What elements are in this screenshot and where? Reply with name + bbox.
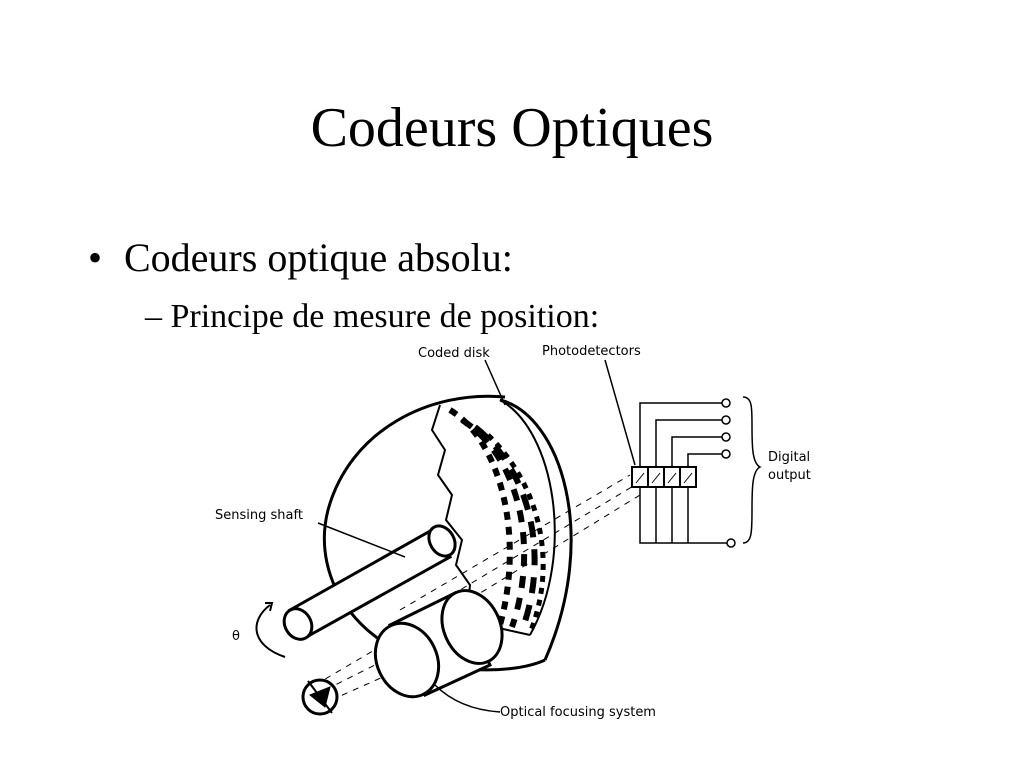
code-tracks xyxy=(448,407,546,634)
sub-bullet-marker: – xyxy=(145,298,162,335)
sensing-shaft xyxy=(282,524,457,641)
slide-title: Codeurs Optiques xyxy=(310,97,714,159)
sub-bullet-item: – Principe de mesure de position: xyxy=(145,300,599,334)
bullet-marker: • xyxy=(88,235,103,280)
label-photodetectors: Photodetectors xyxy=(542,344,641,359)
label-output: output xyxy=(768,468,811,483)
output-brace xyxy=(742,396,762,544)
label-sensing-shaft: Sensing shaft xyxy=(215,508,303,523)
output-wires xyxy=(639,402,727,544)
label-theta: θ xyxy=(232,629,240,644)
sub-bullet-text: Principe de mesure de position: xyxy=(170,298,600,335)
light-source-icon xyxy=(301,678,339,716)
label-coded-disk: Coded disk xyxy=(418,346,490,361)
encoder-diagram: Coded disk Photodetectors Digital output… xyxy=(215,344,811,720)
leader-lines xyxy=(317,359,636,713)
coded-disk xyxy=(322,394,573,672)
bullet-item: • Codeurs optique absolu: xyxy=(88,238,513,278)
rotation-arrow-icon xyxy=(255,602,286,658)
photodetector-array xyxy=(631,466,697,488)
bullet-text: Codeurs optique absolu: xyxy=(124,235,513,280)
label-digital: Digital xyxy=(768,450,810,465)
label-optical-focusing: Optical focusing system xyxy=(500,705,656,720)
output-terminals xyxy=(721,398,736,548)
optical-focusing-cylinder xyxy=(373,589,504,699)
